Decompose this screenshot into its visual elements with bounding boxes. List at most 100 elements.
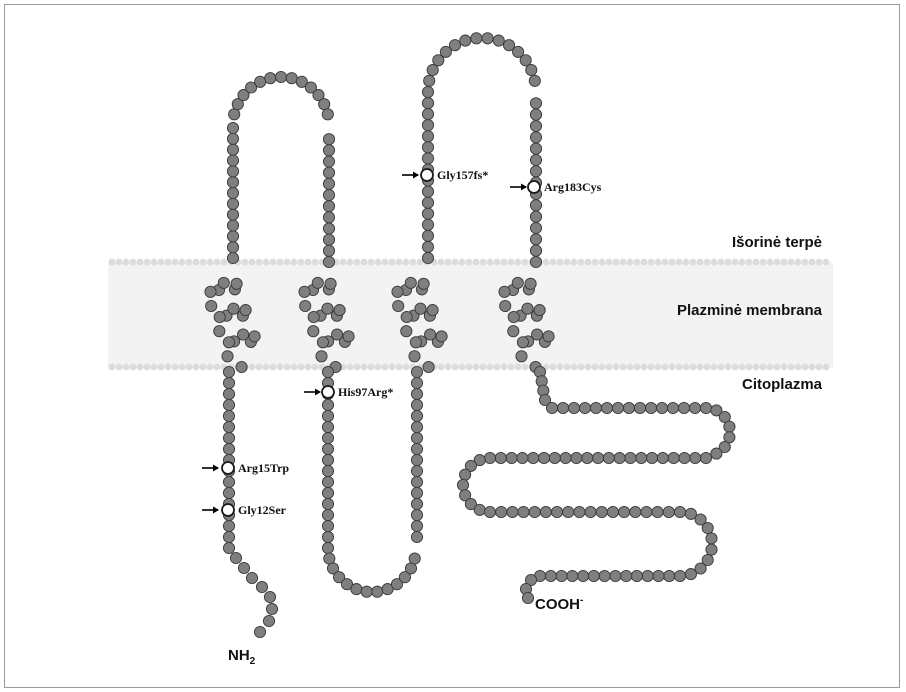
membrane-outer-leaflet [109, 259, 830, 266]
amino-acid-bead [449, 40, 460, 51]
amino-acid-bead [275, 71, 286, 82]
lipid-head [704, 259, 711, 266]
amino-acid-bead [410, 337, 421, 348]
lipid-head [151, 259, 158, 266]
amino-acid-bead [552, 506, 563, 517]
lipid-head [648, 364, 655, 371]
lipid-head [389, 259, 396, 266]
amino-acid-bead [223, 542, 234, 553]
amino-acid-bead [631, 570, 642, 581]
mutation-label: Gly157fs* [437, 168, 488, 182]
membrane-inner-leaflet [109, 364, 830, 371]
lipid-head [459, 364, 466, 371]
amino-acid-bead [700, 402, 711, 413]
amino-acid-bead [610, 570, 621, 581]
amino-acid-bead [525, 278, 536, 289]
amino-acid-bead [652, 506, 663, 517]
lipid-head [809, 259, 816, 266]
lipid-head [816, 259, 823, 266]
lipid-head [501, 364, 508, 371]
lipid-head [683, 364, 690, 371]
amino-acid-bead [530, 200, 541, 211]
amino-acid-bead [246, 572, 257, 583]
amino-acid-bead [549, 452, 560, 463]
amino-acid-bead [607, 506, 618, 517]
c-terminus-label: COOH- [535, 595, 583, 613]
lipid-head [263, 259, 270, 266]
lipid-head [123, 259, 130, 266]
mutation-label: His97Arg* [338, 385, 393, 399]
lipid-head [669, 364, 676, 371]
arrow-head-icon [213, 465, 219, 472]
mutation-arg183cys: Arg183Cys [510, 180, 602, 194]
lipid-head [578, 259, 585, 266]
lipid-head [781, 259, 788, 266]
amino-acid-bead [422, 98, 433, 109]
amino-acid-bead [422, 197, 433, 208]
amino-acid-bead [612, 402, 623, 413]
lipid-head [711, 259, 718, 266]
lipid-head [242, 259, 249, 266]
amino-acid-bead [230, 552, 241, 563]
lipid-head [284, 364, 291, 371]
amino-acid-bead [299, 286, 310, 297]
lipid-head [298, 259, 305, 266]
arrow-head-icon [413, 172, 419, 179]
lipid-head [557, 259, 564, 266]
amino-acid-bead [522, 303, 533, 314]
amino-acid-bead [323, 256, 334, 267]
lipid-head [760, 364, 767, 371]
amino-acid-bead [227, 166, 238, 177]
lipid-head [732, 364, 739, 371]
amino-acid-bead [517, 452, 528, 463]
lipid-head [445, 259, 452, 266]
lipid-head [795, 259, 802, 266]
amino-acid-bead [706, 544, 717, 555]
amino-acid-bead [530, 222, 541, 233]
amino-acid-bead [623, 402, 634, 413]
lipid-head [690, 364, 697, 371]
amino-acid-bead [286, 73, 297, 84]
lipid-head [557, 364, 564, 371]
amino-acid-bead [422, 186, 433, 197]
lipid-head [648, 259, 655, 266]
lipid-head [214, 259, 221, 266]
amino-acid-bead [323, 245, 334, 256]
lipid-head [200, 364, 207, 371]
mutation-site [222, 462, 234, 474]
lipid-head [550, 259, 557, 266]
lipid-head [347, 364, 354, 371]
lipid-head [382, 259, 389, 266]
lipid-head [396, 364, 403, 371]
amino-acid-bead [361, 586, 372, 597]
lipid-head [676, 259, 683, 266]
lipid-head [508, 364, 515, 371]
lipid-head [466, 364, 473, 371]
lipid-head [676, 364, 683, 371]
lipid-head [739, 259, 746, 266]
lipid-head [585, 364, 592, 371]
lipid-head [683, 259, 690, 266]
amino-acid-bead [227, 122, 238, 133]
amino-acid-bead [223, 366, 234, 377]
amino-acid-bead [422, 252, 433, 263]
amino-acid-bead [223, 531, 234, 542]
lipid-head [704, 364, 711, 371]
amino-acid-bead [422, 153, 433, 164]
lipid-head [662, 364, 669, 371]
amino-acid-bead [223, 476, 234, 487]
lipid-head [277, 259, 284, 266]
amino-acid-bead [493, 35, 504, 46]
amino-acid-bead [254, 626, 265, 637]
amino-acid-bead [685, 569, 696, 580]
amino-acid-bead [228, 303, 239, 314]
lipid-head [277, 364, 284, 371]
lipid-head [669, 259, 676, 266]
lipid-head [697, 259, 704, 266]
lipid-head [249, 364, 256, 371]
amino-acid-bead [223, 399, 234, 410]
amino-acid-bead [679, 452, 690, 463]
amino-acid-bead [227, 155, 238, 166]
amino-acid-bead [323, 178, 334, 189]
amino-acid-bead [543, 331, 554, 342]
